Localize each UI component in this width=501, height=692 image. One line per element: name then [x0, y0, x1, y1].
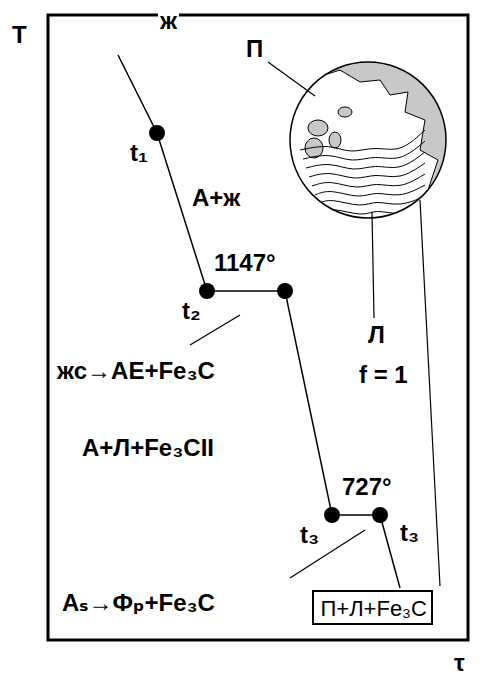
- pearlite-region: [290, 40, 470, 230]
- lamella: [300, 130, 425, 151]
- structure-label: Л: [366, 322, 387, 348]
- point-label: t₁: [128, 140, 150, 166]
- phase-label: А+ж: [190, 185, 242, 211]
- lamella: [309, 163, 425, 178]
- degrees-freedom: f = 1: [357, 362, 410, 388]
- reaction-label: Аₛ→Фₚ+Fe₃C: [60, 590, 217, 616]
- lamella: [315, 185, 425, 196]
- leader-line: [420, 200, 440, 586]
- microstructure: [290, 40, 470, 230]
- curve-point: [277, 283, 293, 299]
- leader-line: [268, 62, 315, 96]
- lamella: [318, 196, 425, 205]
- point-label: t₂: [180, 298, 203, 324]
- lamella: [303, 141, 425, 160]
- leader-line: [372, 212, 374, 318]
- axis-label: τ: [452, 650, 467, 676]
- phase-label: А+Л+Fe₃CII: [80, 435, 216, 461]
- point-label: t₃: [398, 520, 421, 546]
- structure-box: П+Л+Fe₃C: [312, 590, 433, 625]
- lamella: [312, 174, 425, 187]
- lamella: [306, 152, 425, 169]
- temperature-label: 727°: [340, 474, 394, 500]
- reaction-label: жс→АЕ+Fe₃C: [55, 358, 217, 384]
- structure-label: П: [244, 36, 265, 62]
- temperature-label: 1147°: [212, 250, 278, 276]
- micro-outline: [290, 62, 446, 218]
- point-label: t₃: [298, 522, 321, 548]
- lamella: [324, 218, 425, 223]
- structure-text: П+Л+Fe₃C: [321, 597, 427, 621]
- curve-point: [324, 507, 340, 523]
- axis-label: Т: [10, 22, 29, 48]
- phase-label: ж: [158, 8, 179, 34]
- curve-point: [372, 507, 388, 523]
- curve-point: [199, 283, 215, 299]
- lamella: [321, 207, 425, 214]
- curve-point: [149, 125, 165, 141]
